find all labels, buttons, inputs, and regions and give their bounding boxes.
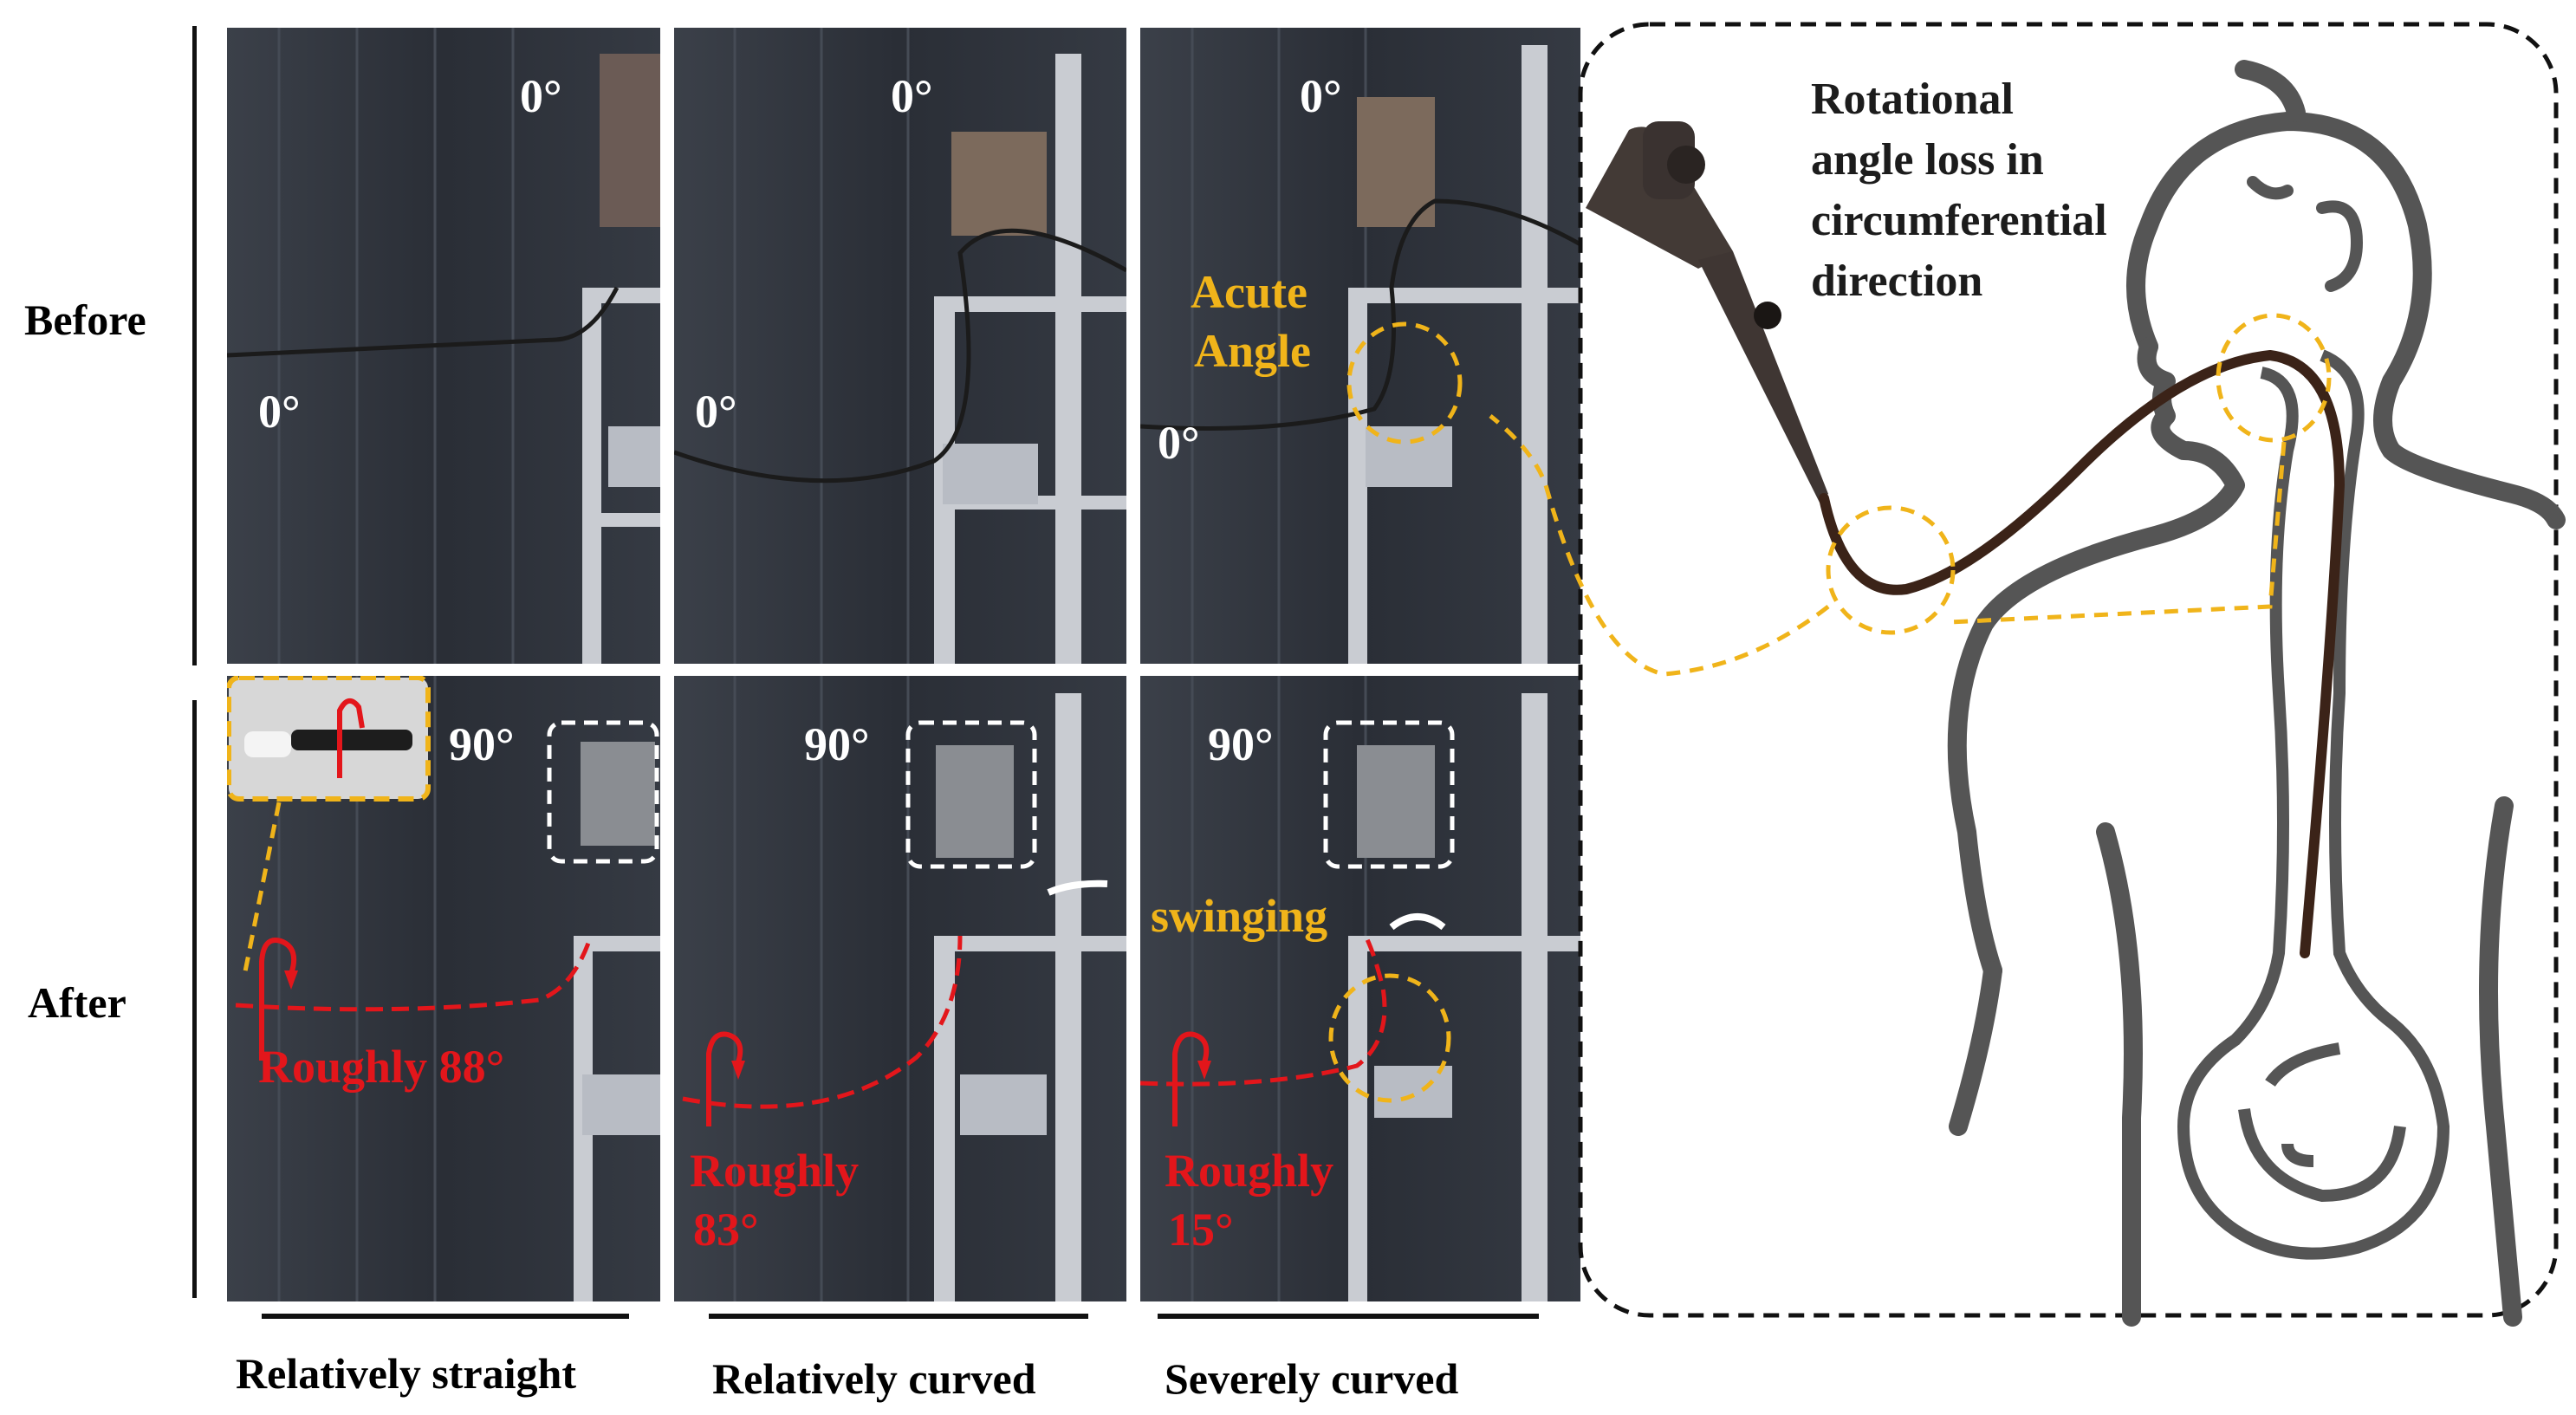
anatomy-caption-line2: angle loss in (1811, 135, 2044, 185)
column-underline-severe (1158, 1314, 1539, 1319)
handle-angle-label: 0° (520, 70, 562, 122)
rotation-result-label: Roughly 88° (258, 1041, 505, 1093)
scope-tube (1819, 349, 2346, 958)
backdrop-illustration (1140, 676, 1580, 1301)
photo-before-straight: 0° 0° (227, 28, 660, 664)
rotation-arrow (706, 1031, 743, 1126)
scope-shaft-rotated (235, 935, 594, 1012)
swinging-note: swinging (1151, 890, 1328, 942)
photo-before-severe: 0° 0° Acute Angle (1140, 28, 1580, 664)
column-caption-severe: Severely curved (1165, 1354, 1459, 1403)
handle-module (1357, 745, 1435, 858)
photo-after-curved: 90° Roughly 83° (674, 676, 1126, 1301)
rotation-arrow (1172, 1031, 1210, 1126)
esophagus-and-stomach (2177, 349, 2450, 1260)
acute-angle-note-line1: Acute (1191, 266, 1307, 318)
row-divider-after (192, 700, 197, 1298)
anatomy-caption-line3: circumferential (1811, 196, 2107, 245)
handle-angle-label: 0° (1300, 70, 1342, 122)
rotation-result-line2: 83° (693, 1204, 759, 1256)
rotation-result-line2: 15° (1168, 1204, 1234, 1256)
rotation-result-line1: Roughly (690, 1145, 860, 1197)
scope-shaft (1140, 198, 1580, 431)
photo-after-straight: 90° Roughly 88° (227, 676, 660, 1301)
scope-shaft-rotated (682, 935, 963, 1109)
acute-angle-highlight (1346, 321, 1463, 445)
rotation-arrow (259, 938, 296, 1061)
row-label-after: After (28, 978, 127, 1027)
schematic-frame (1578, 22, 2559, 1318)
tip-angle-label: 0° (1158, 417, 1200, 469)
handle-angle-label: 90° (1208, 718, 1274, 770)
ear-and-brow (2247, 176, 2364, 292)
handle-module (581, 742, 655, 846)
backdrop-illustration (227, 28, 660, 664)
body-outline (1947, 60, 2566, 1327)
anatomy-caption-line4: direction (1811, 256, 1983, 306)
scope-shaft-rotated (1140, 934, 1387, 1087)
column-underline-straight (262, 1314, 629, 1319)
handle-highlight (1323, 720, 1455, 869)
tip-angle-label: 0° (695, 386, 737, 438)
column-caption-curved: Relatively curved (712, 1354, 1036, 1403)
scope-shaft (227, 286, 620, 358)
anatomy-caption-line1: Rotational (1811, 75, 2014, 124)
column-caption-straight: Relatively straight (236, 1349, 576, 1398)
scope-shaft (674, 228, 1126, 484)
backdrop-illustration (674, 676, 1126, 1301)
handle-highlight (547, 720, 659, 864)
column-underline-curved (709, 1314, 1088, 1319)
acute-angle-note-line2: Angle (1194, 325, 1311, 377)
photo-before-curved: 0° 0° (674, 28, 1126, 664)
backdrop-illustration (674, 28, 1126, 664)
handle-angle-label: 90° (449, 718, 515, 770)
backdrop-illustration (1140, 28, 1580, 664)
row-divider-before (192, 26, 197, 665)
handle-angle-label: 0° (891, 70, 933, 122)
backdrop-illustration (227, 676, 660, 1301)
tip-angle-label: 0° (258, 386, 301, 438)
swinging-highlight (1328, 973, 1451, 1103)
handle-module (936, 745, 1014, 858)
rotation-result-line1: Roughly (1165, 1145, 1334, 1197)
rotation-loss-highlights (1489, 313, 2332, 677)
handle-angle-label: 90° (804, 718, 870, 770)
endoscope-handle (1586, 121, 1828, 503)
handle-highlight (905, 720, 1037, 869)
photo-after-severe: 90° swinging Roughly 15° (1140, 676, 1580, 1301)
row-label-before: Before (24, 295, 146, 344)
